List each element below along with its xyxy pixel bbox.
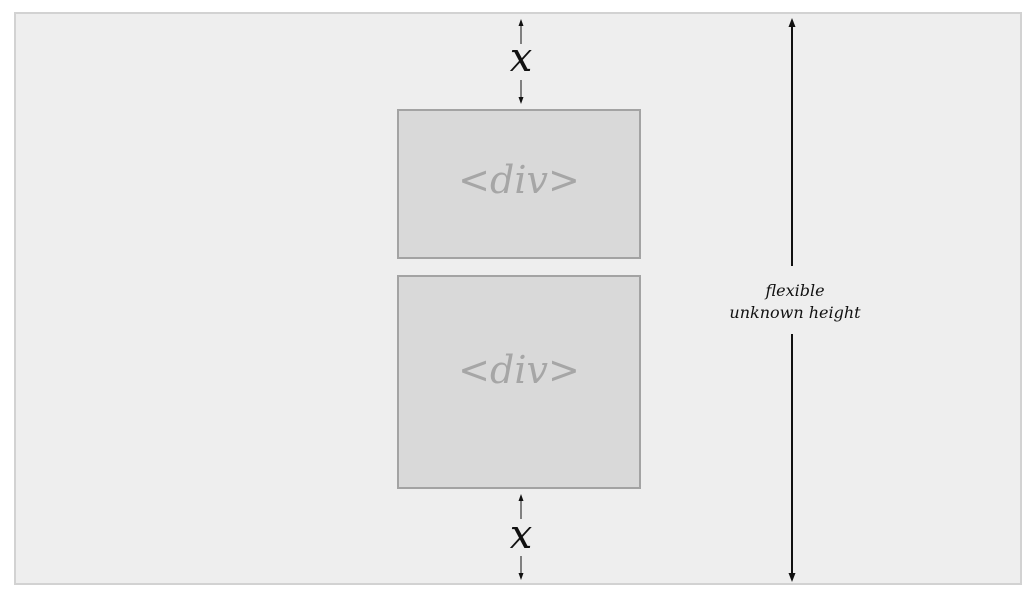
height-annotation-line2: unknown height (729, 303, 861, 322)
div-box-top-label: <div> (458, 158, 580, 202)
gap-bottom-label: x (509, 512, 533, 558)
div-box-top: <div> (397, 109, 641, 259)
height-annotation-line1: flexible (765, 281, 825, 300)
gap-top-label: x (509, 35, 533, 81)
height-annotation: flexible unknown height (715, 280, 875, 324)
div-box-bottom: <div> (397, 275, 641, 489)
div-box-bottom-label: <div> (458, 348, 580, 392)
